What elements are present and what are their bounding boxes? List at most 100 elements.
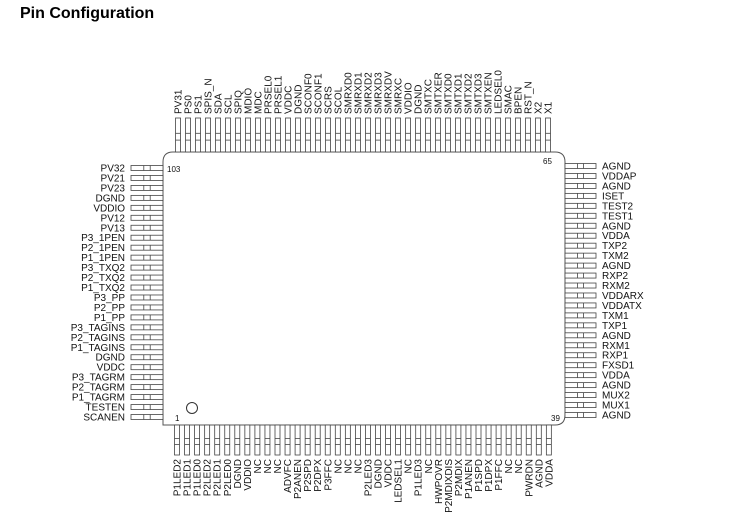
pin-lead: [445, 424, 452, 456]
pin-label: DGND: [96, 193, 125, 204]
pin-lead: [545, 424, 552, 456]
pin-lead: [564, 173, 597, 179]
page-title: Pin Configuration: [20, 5, 155, 22]
pin-label: TESTEN: [86, 403, 125, 414]
pin-lead: [564, 302, 597, 309]
pin-label: PRSEL1: [274, 75, 285, 114]
pin-lead: [365, 424, 371, 456]
pin-lead: [314, 424, 321, 456]
pin-lead: [564, 332, 597, 339]
pin-label: NC: [504, 459, 515, 473]
pin-lead: [564, 252, 597, 259]
pin-label: AGND: [602, 381, 631, 392]
pin-lead: [275, 117, 281, 153]
pin-label: PV12: [101, 213, 126, 224]
pin-lead: [325, 117, 331, 153]
pin-label: P2_PP: [94, 303, 125, 314]
pin-label: TEST1: [602, 211, 634, 222]
pin-label: DGND: [414, 85, 425, 114]
pin-label: VDDC: [97, 363, 125, 374]
pin-label: VDDIO: [404, 82, 415, 114]
pin-label: SCRS: [324, 86, 335, 114]
pin-label: PV23: [101, 183, 126, 194]
pin-label: SMAC: [504, 85, 515, 114]
pin-lead: [564, 163, 597, 169]
pin-lead: [130, 324, 164, 331]
pin-label: P3_TAGRM: [72, 373, 125, 384]
pin-label: P3_PP: [94, 293, 125, 304]
pin-label: LEDSEL0: [494, 70, 505, 114]
pin-lead: [245, 117, 251, 153]
pin-label: NC: [514, 459, 525, 473]
pin-label: PV31: [174, 89, 185, 114]
pin-label: AGND: [602, 261, 631, 272]
pin-label: VDDATX: [602, 301, 642, 312]
pin-lead: [130, 354, 164, 361]
pin-label: LEDSEL1: [394, 459, 405, 503]
pin-lead: [425, 424, 432, 456]
pin-lead: [535, 424, 542, 456]
pin-label: AGND: [534, 459, 545, 488]
pin-label: AGND: [602, 162, 631, 173]
pin-label: P1LED0: [193, 459, 204, 497]
pin-lead: [130, 414, 164, 420]
pin-lead: [184, 424, 190, 456]
pin-lead: [445, 117, 451, 153]
pin-lead: [224, 424, 231, 456]
pin-lead: [185, 117, 191, 153]
pin-lead: [295, 117, 301, 153]
pin-lead: [405, 424, 412, 456]
pin-lead: [564, 402, 597, 408]
pin-label: NC: [353, 459, 364, 473]
pin-lead: [284, 424, 291, 456]
pin-label: ADVFC: [283, 459, 294, 493]
pin-lead: [304, 424, 311, 456]
pin-label: VDDA: [544, 459, 555, 487]
pin-lead: [130, 384, 164, 391]
pin-label: NC: [424, 459, 435, 473]
pin-lead: [174, 424, 180, 456]
pin-lead: [130, 254, 164, 261]
pin-label: PV32: [101, 164, 126, 175]
pin-label: SMTXC: [424, 79, 435, 114]
pin-lead: [130, 404, 164, 410]
pin-label: AGND: [602, 331, 631, 342]
pin-lead: [194, 424, 201, 456]
pin-lead: [564, 272, 597, 279]
pin-lead: [564, 312, 597, 319]
pin-lead: [354, 424, 361, 456]
pin-lead: [214, 424, 221, 456]
pin-label: DGND: [233, 459, 244, 488]
pin-label: P2LED1: [213, 459, 224, 497]
pin-label: X2: [534, 101, 545, 114]
pin-label: BPEN: [514, 87, 525, 114]
chip-body: [162, 151, 566, 426]
pin-lead: [435, 424, 442, 456]
pin-lead: [475, 424, 482, 456]
pin-lead: [130, 264, 164, 271]
pin-label: HWPOVR: [434, 459, 445, 504]
pin-label: P2SPD: [303, 459, 314, 492]
pin-lead: [215, 117, 221, 153]
pin-label: SMTXD3: [474, 73, 485, 114]
pin-label: SCANEN: [83, 413, 125, 424]
pin-label: SCL: [224, 94, 235, 114]
pin-lead: [564, 183, 597, 189]
pin-label: SMTXD1: [454, 73, 465, 114]
pin-lead: [130, 374, 164, 381]
pin-label: P2DPX: [313, 459, 324, 492]
pin1-marker: [186, 402, 198, 414]
pin-label: AGND: [602, 181, 631, 192]
pin-lead: [264, 424, 271, 456]
pin-lead: [564, 232, 597, 239]
pin-label: P1ANEN: [464, 459, 475, 499]
pin-label: NC: [273, 459, 284, 473]
pin-lead: [130, 175, 164, 181]
pin-label: P1LED3: [414, 459, 425, 497]
pin-label: P2MDIX: [454, 459, 465, 497]
pin-label: P1_PP: [94, 313, 125, 324]
pin-lead: [205, 117, 211, 153]
pin-number-1: 1: [175, 414, 180, 423]
pin-lead: [564, 362, 597, 369]
pin-label: RXM1: [602, 341, 630, 352]
